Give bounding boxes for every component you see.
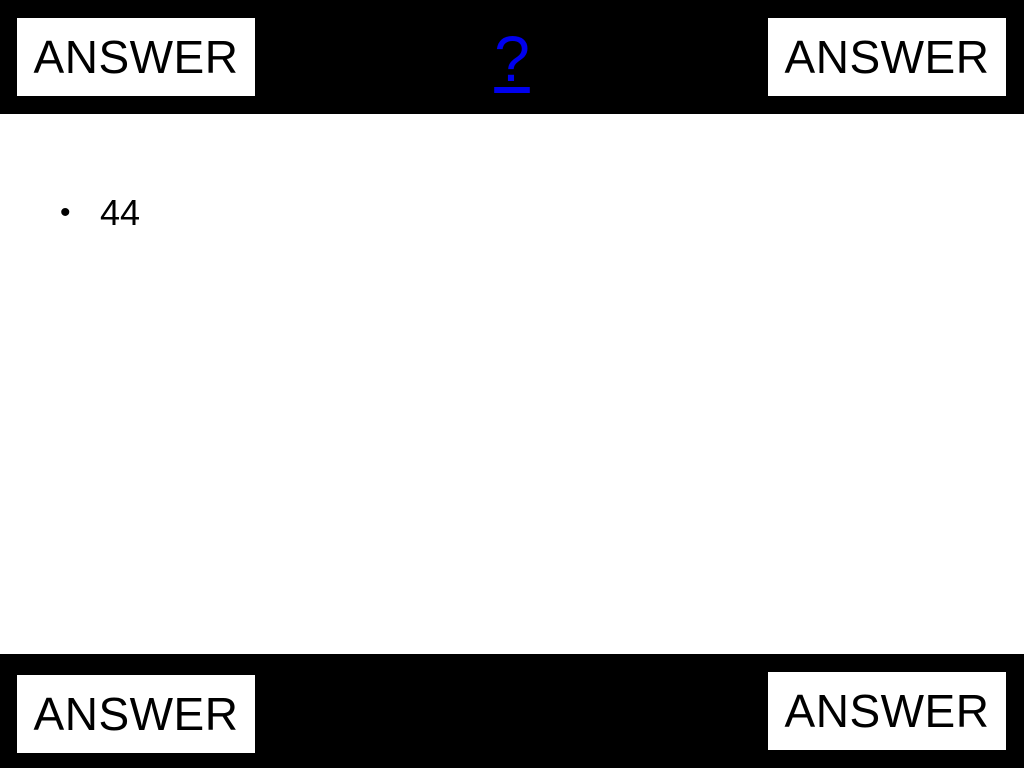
list-item-text: 44 xyxy=(100,192,141,233)
answer-button-top-left[interactable]: ANSWER xyxy=(17,18,255,96)
answer-button-bottom-left[interactable]: ANSWER xyxy=(17,675,255,753)
answer-button-top-right[interactable]: ANSWER xyxy=(768,18,1006,96)
question-link[interactable]: ? xyxy=(494,23,530,95)
answer-button-bottom-right[interactable]: ANSWER xyxy=(768,672,1006,750)
list-item: • 44 xyxy=(60,186,140,240)
bullet-icon: • xyxy=(60,196,71,229)
content-list: • 44 xyxy=(60,186,140,240)
